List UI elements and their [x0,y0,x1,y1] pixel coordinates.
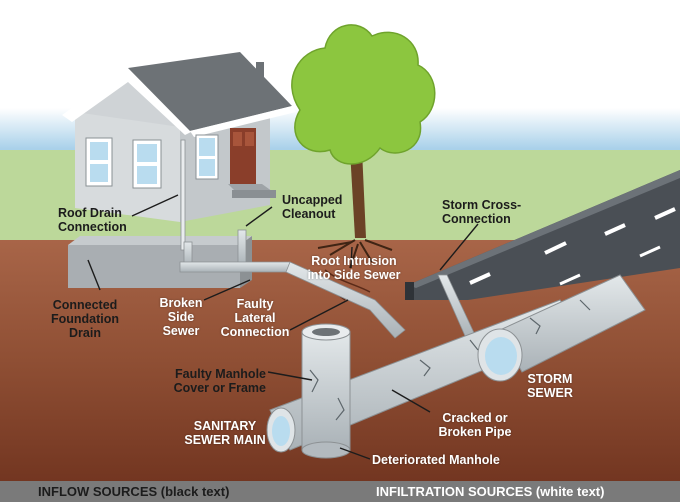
legend-infiltration: INFILTRATION SOURCES (white text) [376,484,605,499]
label-root-intrusion: Root Intrusion into Side Sewer [307,254,401,282]
label-storm-sewer: STORM SEWER [527,372,573,400]
label-uncapped-cleanout: Uncapped Cleanout [282,193,343,221]
legend-footer: INFLOW SOURCES (black text) INFILTRATION… [0,481,680,502]
label-roof-drain-connection: Roof Drain Connection [58,206,127,234]
label-sanitary-sewer-main: SANITARY SEWER MAIN [184,419,266,447]
legend-inflow: INFLOW SOURCES (black text) [38,484,230,499]
label-deteriorated-manhole: Deteriorated Manhole [372,453,500,467]
road [405,170,680,300]
tree [291,24,436,301]
pipes [179,229,646,459]
label-faulty-manhole-cover: Faulty Manhole Cover or Frame [173,367,266,395]
label-connected-foundation-drain: Connected Foundation Drain [50,298,120,340]
house [62,52,296,251]
label-broken-side-sewer: Broken Side Sewer [159,296,203,338]
pointer-lines [87,194,479,460]
label-cracked-broken-pipe: Cracked or Broken Pipe [438,411,512,439]
label-storm-cross-connection: Storm Cross- Connection [442,198,522,226]
label-faulty-lateral-connection: Faulty Lateral Connection [220,297,290,339]
